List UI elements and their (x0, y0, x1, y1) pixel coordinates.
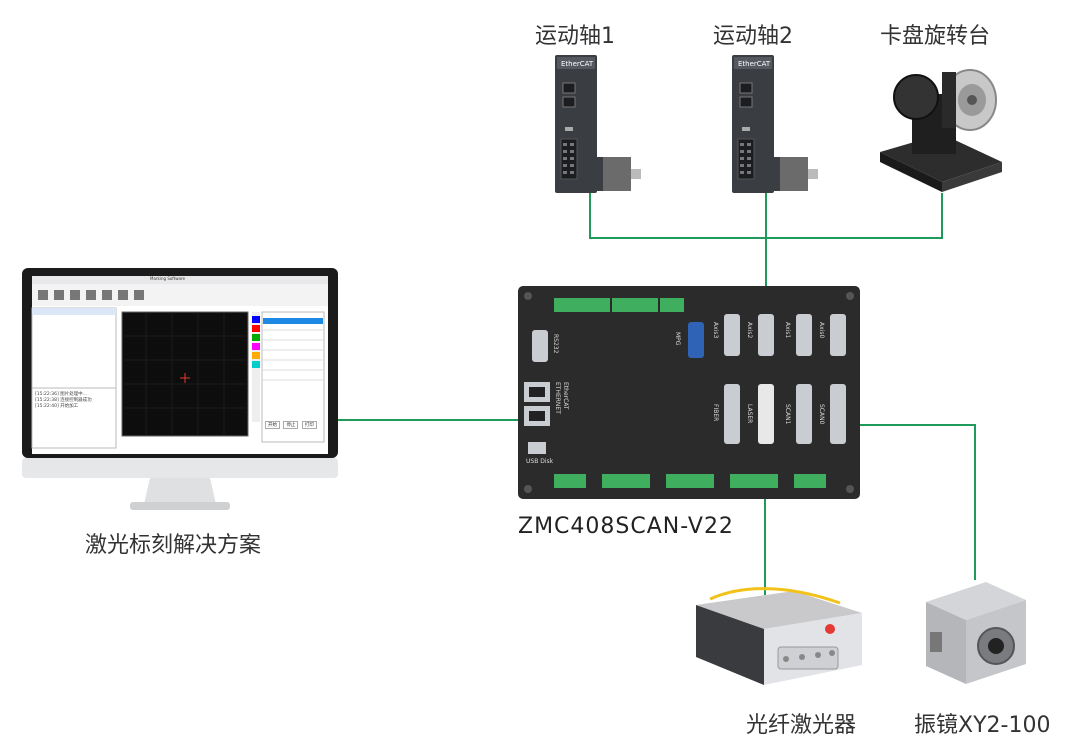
port-laser-label: LASER (746, 404, 753, 424)
galvo-label: 振镜XY2-100 (914, 713, 1051, 738)
drive-brand-text: EtherCAT (561, 60, 594, 68)
print-button[interactable]: 打印 (301, 421, 317, 429)
drive-axis2: EtherCAT (732, 55, 822, 195)
port-axis2-label: Axis2 (746, 322, 753, 339)
pc-monitor (22, 268, 340, 518)
port-scan0-label: SCAN0 (818, 404, 825, 425)
port-axis1-label: Axis1 (784, 322, 791, 339)
log-line: [15:22:36] 图片处理中... (35, 392, 87, 397)
drive-brand-text: EtherCAT (738, 60, 771, 68)
solution-label: 激光标刻解决方案 (85, 533, 262, 558)
start-button[interactable]: 开始 (265, 421, 280, 429)
log-line: [15:22:38] 连接控制器成功 (35, 398, 92, 403)
axis2-label: 运动轴2 (713, 24, 793, 49)
port-axis0-label: Axis0 (818, 322, 825, 339)
software-title: Marking Software (150, 276, 185, 281)
port-ethercat-label: EtherCAT (562, 382, 569, 410)
drive-axis1: EtherCAT (555, 55, 645, 195)
port-rs232-label: RS232 (552, 334, 559, 354)
port-mpg-label: MPG (674, 332, 681, 346)
controller-model-label: ZMC408SCAN-V22 (518, 514, 734, 539)
fiber-laser-label: 光纤激光器 (746, 713, 857, 738)
controller (518, 286, 862, 501)
log-line: [15:22:40] 开始加工 (35, 404, 79, 409)
port-axis3-label: Axis3 (712, 322, 719, 339)
axis1-label: 运动轴1 (535, 24, 615, 49)
port-scan1-label: SCAN1 (784, 404, 791, 425)
galvo-scanner (922, 572, 1032, 692)
port-usb-label: USB Disk (526, 458, 554, 465)
controller-port-labels: RS232 MPG Axis3 Axis2 Axis1 Axis0 FIBER … (518, 286, 862, 501)
port-ethernet-label: ETHERNET (554, 382, 561, 414)
software-log: [15:22:36] 图片处理中... [15:22:38] 连接控制器成功 [… (35, 392, 117, 410)
link-galvo-to-scan0 (838, 424, 976, 580)
stop-button[interactable]: 停止 (283, 421, 299, 429)
rotary-chuck (872, 52, 1012, 192)
fiber-laser (690, 585, 870, 697)
software-buttons: 开始 停止 打印 (264, 420, 320, 430)
rotary-label: 卡盘旋转台 (880, 24, 991, 49)
port-fiber-label: FIBER (712, 404, 719, 422)
